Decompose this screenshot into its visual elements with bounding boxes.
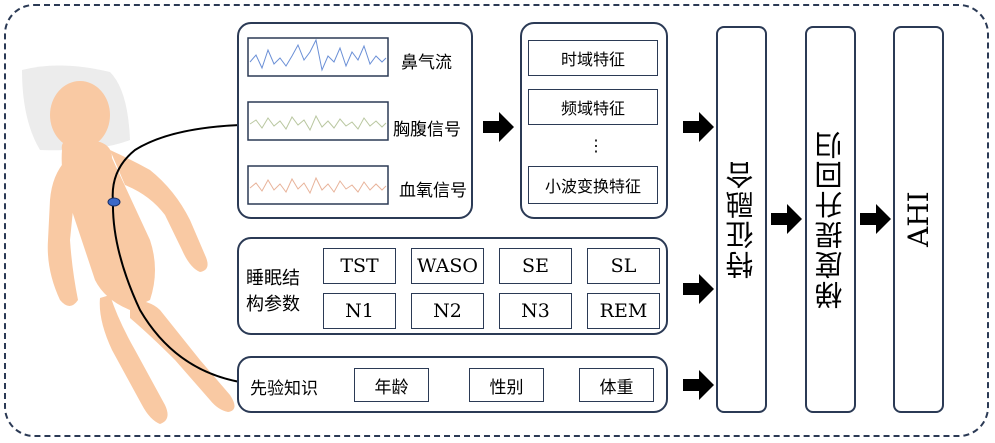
ahi-output-label: AHI — [902, 191, 935, 248]
arrow-features-to-fusion — [683, 112, 714, 142]
signal-label-blood-oxygen: 血氧信号 — [399, 181, 467, 201]
feature-wavelet-transform: 小波变换特征 — [528, 166, 658, 204]
param-se: SE — [499, 248, 572, 284]
signal-label-chest-abdomen: 胸腹信号 — [393, 120, 461, 140]
param-rem: REM — [587, 293, 660, 329]
arrow-prior-to-fusion — [683, 370, 714, 400]
sleep-structure-title-line1: 睡眠结 — [246, 268, 300, 289]
feature-fusion-box — [716, 26, 767, 413]
sensor-cable — [111, 124, 241, 383]
chest-abdomen-wave — [249, 114, 387, 132]
param-n2: N2 — [411, 293, 484, 329]
patient-arm-right — [110, 150, 208, 272]
ahi-output-box — [893, 26, 944, 413]
param-n3: N3 — [499, 293, 572, 329]
arrow-gbr-to-output — [860, 204, 891, 234]
feature-frequency-domain: 频域特征 — [528, 89, 658, 125]
patient-leg-right — [130, 300, 235, 412]
arrow-fusion-to-gbr — [771, 204, 802, 234]
feature-ellipsis: ⋮ — [588, 136, 604, 155]
param-tst: TST — [323, 248, 396, 284]
prior-age: 年龄 — [354, 368, 429, 402]
patient-head — [50, 81, 110, 149]
patient-illustration — [22, 65, 241, 424]
patient-arm-left — [47, 160, 78, 306]
feature-fusion-label: 特征融合 — [724, 159, 758, 280]
prior-gender: 性别 — [469, 368, 544, 402]
arrow-signals-to-features — [483, 112, 514, 142]
sleep-structure-title-line2: 构参数 — [246, 294, 300, 315]
nasal-airflow-wave — [249, 38, 387, 72]
gradient-boosting-regression-label: 梯度提升回归 — [813, 129, 847, 310]
param-waso: WASO — [411, 248, 484, 284]
patient-torso — [61, 140, 155, 310]
feature-time-domain: 时域特征 — [528, 40, 658, 76]
signal-label-nasal-airflow: 鼻气流 — [401, 53, 452, 73]
prior-knowledge-title: 先验知识 — [250, 379, 318, 399]
arrow-sleep-to-fusion — [683, 274, 714, 304]
patient-leg-left — [99, 295, 168, 424]
gradient-boosting-regression-box — [805, 26, 856, 413]
param-sl: SL — [587, 248, 660, 284]
prior-weight: 体重 — [579, 368, 654, 402]
sensor-dot — [107, 197, 121, 207]
param-n1: N1 — [323, 293, 396, 329]
chest-abdomen-thumbnail — [247, 101, 389, 141]
outer-dashed-frame — [4, 4, 989, 437]
blood-oxygen-wave — [249, 176, 387, 195]
